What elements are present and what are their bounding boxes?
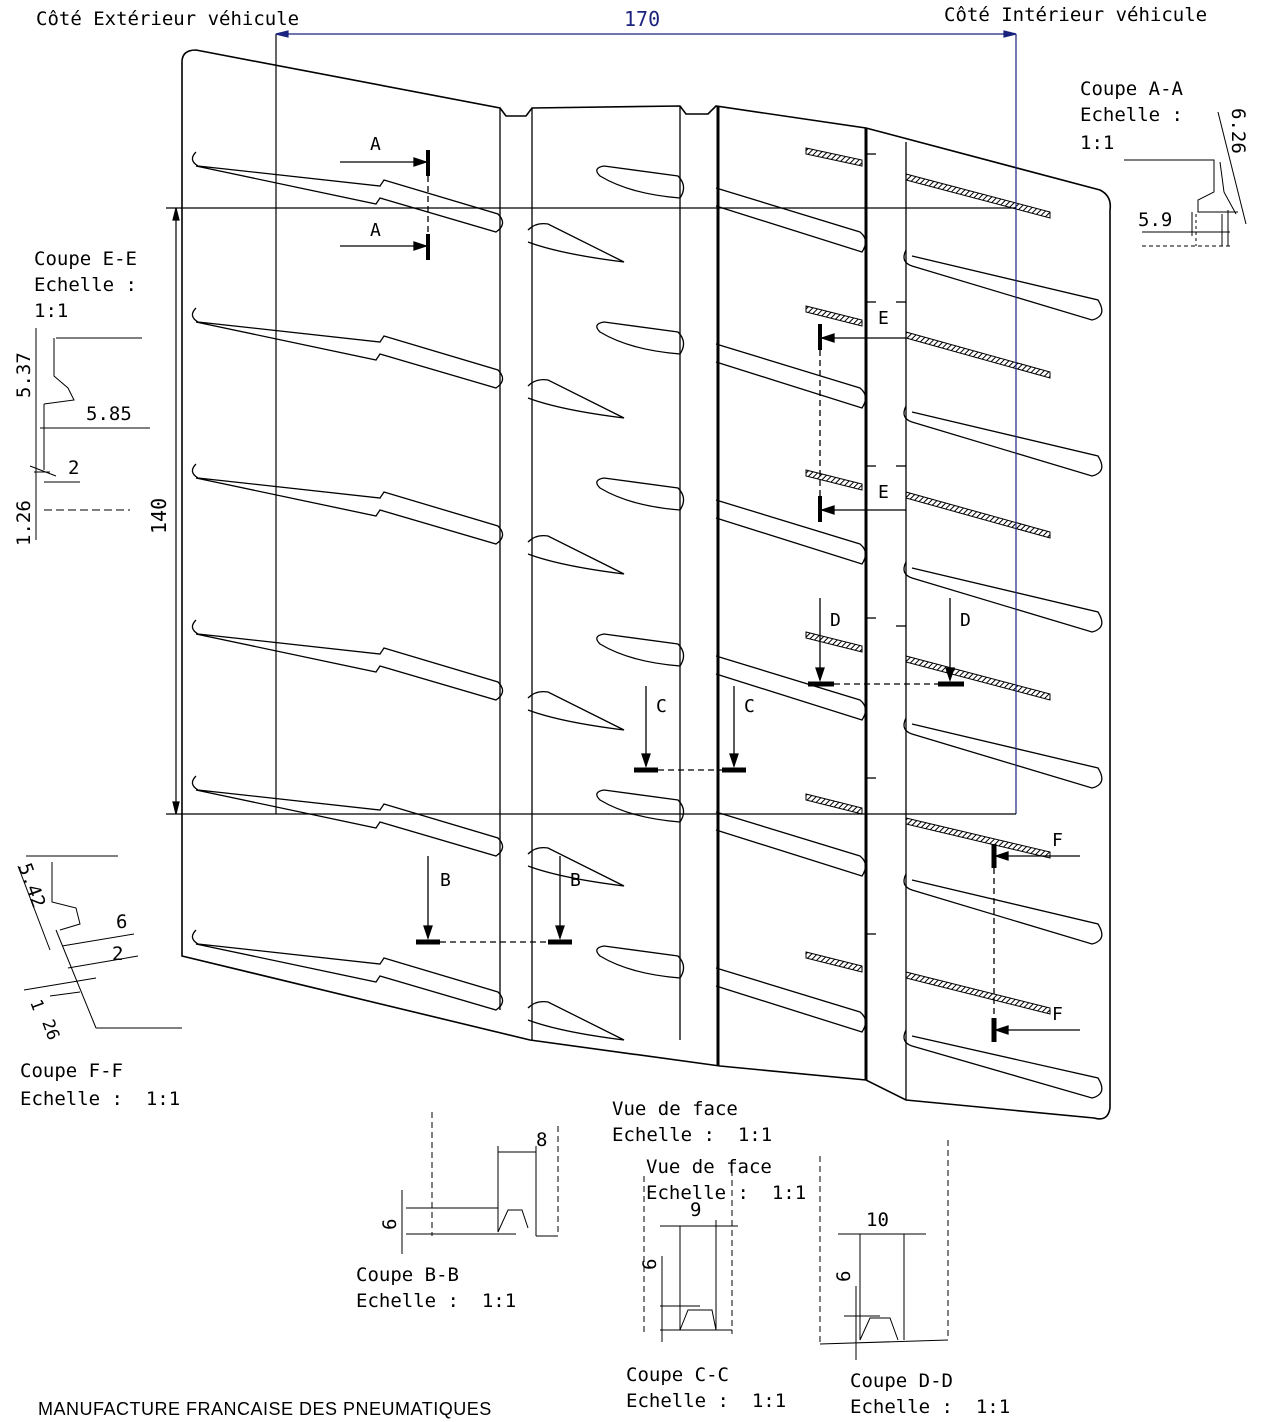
width-dimension: 170 bbox=[624, 7, 660, 31]
marker-d2: D bbox=[960, 610, 971, 631]
bb-dim-depth: 6 bbox=[379, 1219, 401, 1230]
manufacturer-label: MANUFACTURE FRANCAISE DES PNEUMATIQUES bbox=[38, 1399, 492, 1419]
aa-dim-width: 5.9 bbox=[1138, 209, 1172, 231]
section-aa-title: Coupe A-A bbox=[1080, 78, 1183, 100]
detail-ee bbox=[29, 328, 150, 540]
detail-cc bbox=[643, 1160, 738, 1342]
marker-d1: D bbox=[830, 610, 841, 631]
ff-dim-width: 6 bbox=[116, 911, 127, 933]
grooves-right bbox=[903, 249, 1103, 1099]
front-view-2-scale: Echelle : 1:1 bbox=[646, 1182, 807, 1204]
section-d-marker bbox=[808, 598, 964, 687]
ee-dim-two: 2 bbox=[68, 457, 79, 479]
section-ee-ratio: 1:1 bbox=[34, 300, 69, 322]
marker-e1: E bbox=[878, 308, 889, 329]
aa-dim-depth: 6.26 bbox=[1227, 108, 1249, 154]
detail-ff bbox=[17, 855, 182, 1029]
section-ff-title: Coupe F-F bbox=[20, 1060, 123, 1082]
grooves-left bbox=[191, 151, 504, 1011]
dd-dim-depth: 6 bbox=[833, 1271, 855, 1282]
bb-dim-width: 8 bbox=[536, 1129, 547, 1151]
ee-dim-depth: 5.37 bbox=[13, 352, 35, 398]
marker-f1: F bbox=[1052, 830, 1063, 851]
section-ff-scale: Echelle : 1:1 bbox=[20, 1088, 181, 1110]
ff-dim-depth: 5.42 bbox=[13, 860, 49, 911]
section-letters: A A E E D D C C B B F F bbox=[370, 134, 1063, 1025]
height-dimension: 140 bbox=[147, 498, 171, 534]
inner-side-label: Côté Intérieur véhicule bbox=[944, 4, 1208, 26]
ff-dim-two: 2 bbox=[112, 943, 123, 965]
section-bb-scale: Echelle : 1:1 bbox=[356, 1290, 517, 1312]
ee-dim-small: 1.26 bbox=[13, 500, 35, 546]
grooves-rib3 bbox=[596, 165, 685, 979]
section-f-marker bbox=[991, 844, 1080, 1042]
ff-dim-26: 26 bbox=[37, 1017, 63, 1043]
marker-c2: C bbox=[744, 696, 755, 717]
section-b-marker bbox=[416, 856, 572, 945]
section-cc-title: Coupe C-C bbox=[626, 1364, 729, 1386]
outer-side-label: Côté Extérieur véhicule bbox=[36, 8, 300, 30]
cc-dim-width: 9 bbox=[690, 1199, 701, 1221]
grooves-rib4 bbox=[715, 187, 867, 1033]
front-view-1-scale: Echelle : 1:1 bbox=[612, 1124, 773, 1146]
rib-lines bbox=[499, 106, 907, 1100]
tread-outline bbox=[181, 49, 1112, 1120]
section-aa-scale: Echelle : bbox=[1080, 104, 1183, 126]
dd-dim-width: 10 bbox=[866, 1209, 889, 1231]
section-dd-scale: Echelle : 1:1 bbox=[850, 1396, 1011, 1418]
notches bbox=[866, 153, 906, 935]
marker-a2: A bbox=[370, 220, 381, 241]
dimension-frame bbox=[166, 30, 1017, 815]
marker-a1: A bbox=[370, 134, 381, 155]
section-bb-title: Coupe B-B bbox=[356, 1264, 459, 1286]
section-cc-scale: Echelle : 1:1 bbox=[626, 1390, 787, 1412]
marker-e2: E bbox=[878, 482, 889, 503]
detail-dd bbox=[819, 1140, 949, 1360]
detail-bb bbox=[401, 1112, 559, 1254]
marker-c1: C bbox=[656, 696, 667, 717]
section-c-marker bbox=[634, 686, 746, 773]
section-ee-title: Coupe E-E bbox=[34, 248, 137, 270]
front-view-1-title: Vue de face bbox=[612, 1098, 738, 1120]
ff-dim-one: 1 bbox=[25, 997, 47, 1013]
section-a-marker bbox=[340, 150, 430, 260]
cc-dim-depth: 6 bbox=[639, 1259, 661, 1270]
grooves-rib2 bbox=[527, 222, 625, 1041]
front-view-2-title: Vue de face bbox=[646, 1156, 772, 1178]
section-ee-scale: Echelle : bbox=[34, 274, 137, 296]
section-dd-title: Coupe D-D bbox=[850, 1370, 953, 1392]
ee-dim-width: 5.85 bbox=[86, 403, 132, 425]
section-e-marker bbox=[818, 324, 906, 522]
section-aa-ratio: 1:1 bbox=[1080, 132, 1115, 154]
marker-b2: B bbox=[570, 870, 581, 891]
marker-b1: B bbox=[440, 870, 451, 891]
detail-aa bbox=[1124, 111, 1247, 247]
marker-f2: F bbox=[1052, 1004, 1063, 1025]
